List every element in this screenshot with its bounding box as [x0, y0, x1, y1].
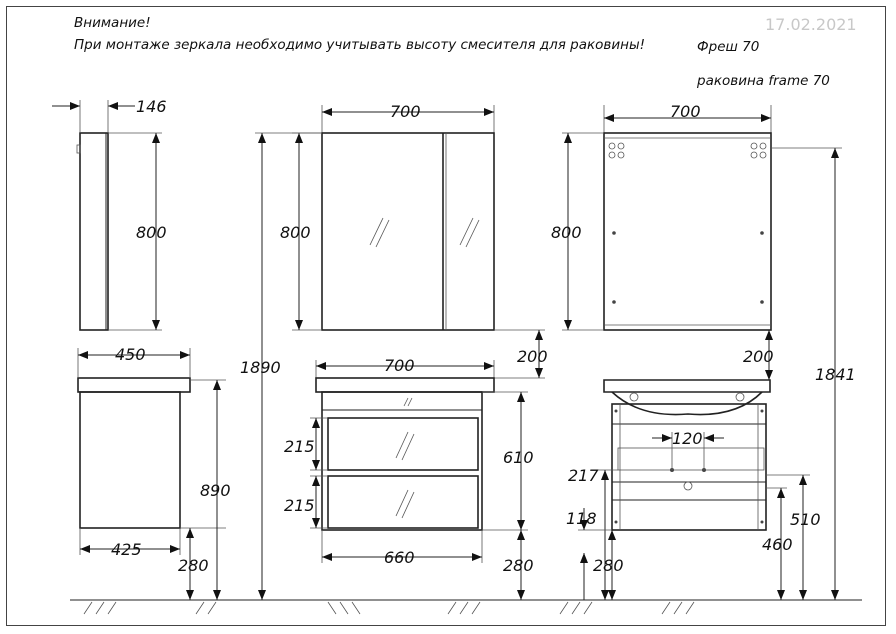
side-sink — [77, 377, 191, 529]
side-total-height-label: 890 — [200, 481, 231, 500]
side-mirror-height-label: 800 — [136, 223, 167, 242]
front-drawer-top — [327, 417, 479, 471]
rear-gap-label: 200 — [743, 347, 774, 366]
front-view: 700 800 1890 200 700 — [240, 102, 548, 600]
front-gap-label: 200 — [517, 347, 548, 366]
warning-text: При монтаже зеркала необходимо учитывать… — [74, 37, 646, 53]
mirror-hinge-right — [750, 142, 767, 159]
rear-mirror-width-label: 700 — [670, 102, 701, 121]
rear-mount-1-label: 510 — [790, 510, 821, 529]
mirror-hinge-left — [608, 142, 625, 159]
warning-title: Внимание! — [74, 15, 151, 31]
front-vanity — [315, 377, 495, 531]
drawing-date: 17.02.2021 — [765, 15, 857, 34]
rear-mirror — [603, 132, 772, 331]
front-leg-height-label: 280 — [503, 556, 534, 575]
rear-pipe-spacing-label: 120 — [672, 429, 703, 448]
mirror-glass-hatch — [369, 217, 480, 248]
front-cabinet-width-label: 660 — [384, 548, 415, 567]
front-mirror-width-label: 700 — [390, 102, 421, 121]
rear-view: 700 800 1841 200 — [551, 102, 856, 600]
sink-name: раковина frame 70 — [697, 73, 830, 89]
side-cabinet-depth-label: 425 — [111, 540, 142, 559]
rear-mirror-height-label: 800 — [551, 223, 582, 242]
front-drawer-height-1-label: 215 — [284, 437, 315, 456]
front-mirror-height-label: 800 — [280, 223, 311, 242]
front-cabinet-height-label: 610 — [503, 448, 534, 467]
side-sink-depth-label: 450 — [115, 345, 146, 364]
rear-leg-height-label: 280 — [593, 556, 624, 575]
front-sink-width-label: 700 — [384, 356, 415, 375]
drawer-glass-hatch — [395, 431, 415, 519]
side-view: 146 800 450 890 425 280 — [52, 97, 231, 600]
front-drawer-bottom — [327, 475, 479, 529]
side-leg-height-label: 280 — [178, 556, 209, 575]
rear-vanity — [603, 379, 771, 531]
rear-pipe-height-label: 217 — [568, 466, 599, 485]
product-name: Фреш 70 — [697, 39, 760, 55]
drawing-frame — [6, 6, 886, 626]
rear-drain-offset-label: 118 — [566, 509, 597, 528]
rear-mount-height-label: 1841 — [815, 365, 856, 384]
rear-mount-2-label: 460 — [762, 535, 793, 554]
side-mirror-depth-label: 146 — [136, 97, 167, 116]
front-drawer-height-2-label: 215 — [284, 496, 315, 515]
floor-line — [70, 599, 862, 615]
front-mirror-cabinet — [321, 132, 495, 331]
side-mirror — [76, 132, 109, 331]
front-mirror-top-height-label: 1890 — [240, 358, 281, 377]
